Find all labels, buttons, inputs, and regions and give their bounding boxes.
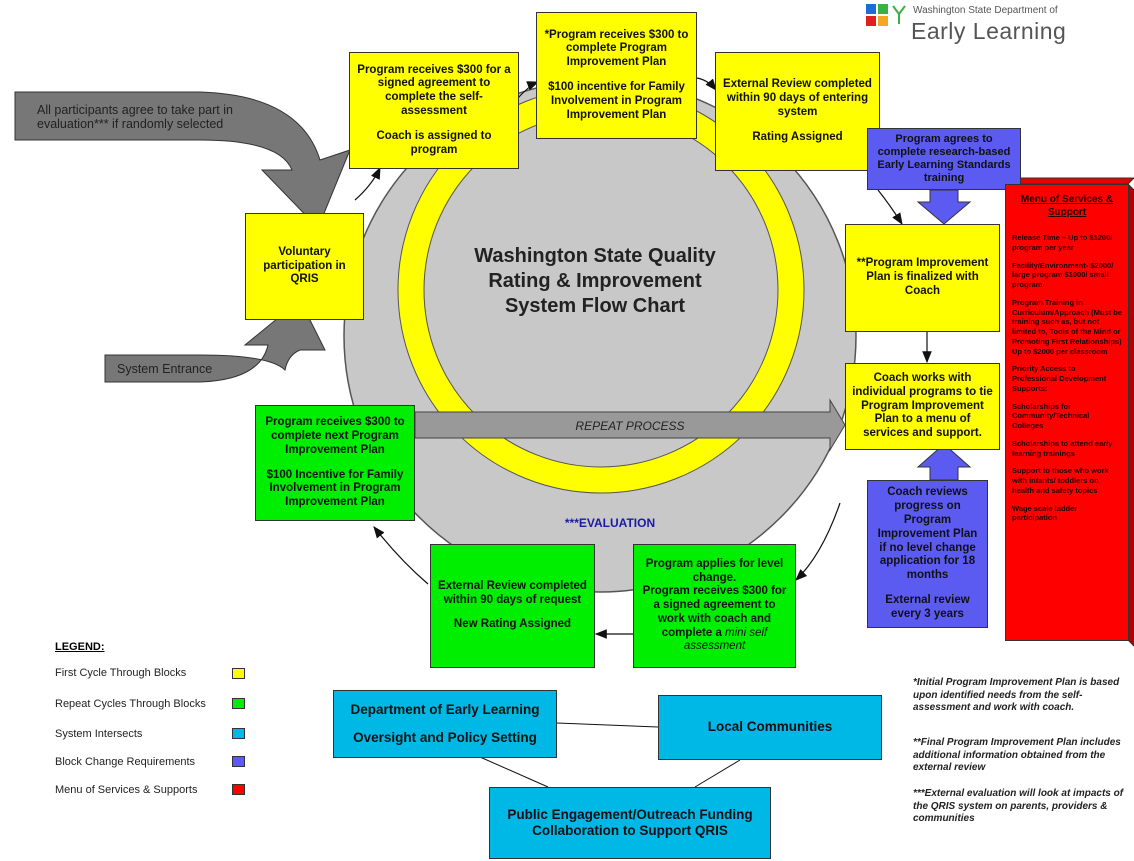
repeat-process-label: REPEAT PROCESS <box>575 419 685 433</box>
menu-item: Release Time – Up to $1200/ program per … <box>1012 233 1113 252</box>
pip-finalized-box: **Program Improvement Plan is finalized … <box>845 224 1000 332</box>
logo-name-text: Early Learning <box>911 18 1067 44</box>
coach-works-box: Coach works with individual programs to … <box>845 363 1000 450</box>
note-external-evaluation: ***External evaluation will look at impa… <box>913 788 1124 824</box>
menu-item: Scholarships for Community/Technical Col… <box>1012 401 1090 431</box>
participants-curved-arrow <box>14 91 351 229</box>
logo-square-2 <box>878 4 888 14</box>
research-training-box: Program agrees to complete research-base… <box>867 128 1021 190</box>
legend-swatch-yellow <box>232 668 245 679</box>
arrow-review2-to-nextpip <box>373 526 429 585</box>
menu-item: Scholarships to attend early learning tr… <box>1012 438 1113 458</box>
evaluation-label: ***EVALUATION <box>564 516 656 530</box>
legend-label-repeat-cycle: Repeat Cycles Through Blocks <box>55 698 206 710</box>
legend-swatch-green <box>232 698 245 709</box>
local-communities-box: Local Communities <box>658 695 882 760</box>
coach-reviews-box: Coach reviews progress on Program Improv… <box>867 480 988 628</box>
external-review-2-box: External Review completed within 90 days… <box>430 544 595 668</box>
all-participants-label: All participants agree to take part in e… <box>37 103 233 131</box>
public-engagement-box: Public Engagement/Outreach Funding Colla… <box>489 787 771 859</box>
line-del-to-public <box>479 756 549 788</box>
menu-item: Support to those who work with infants/ … <box>1012 466 1109 495</box>
del-oversight-box: Department of Early Learning Oversight a… <box>333 690 557 758</box>
blue-down-arrow <box>916 189 972 225</box>
logo-org-text: Washington State Department of <box>913 5 1058 16</box>
entrance-curved-arrow <box>104 299 326 383</box>
legend-swatch-blue <box>232 756 245 767</box>
legend-label-system-intersects: System Intersects <box>55 728 143 740</box>
menu-of-services-box: Menu of Services & Support Release Time … <box>1005 184 1129 641</box>
external-review-1-box: External Review completed within 90 days… <box>715 52 880 171</box>
note-initial-pip: *Initial Program Improvement Plan is bas… <box>913 677 1120 713</box>
system-entrance-label: System Entrance <box>117 362 213 376</box>
line-local-to-public <box>694 759 741 788</box>
legend-label-first-cycle: First Cycle Through Blocks <box>55 667 187 679</box>
logo-square-4 <box>878 16 888 26</box>
level-change-box: Program applies for level change. Progra… <box>633 544 796 668</box>
arrow-coach-to-level <box>795 502 841 581</box>
menu-item: Program Training in Curriculum/Approach … <box>1012 297 1123 356</box>
menu-item: Priority Access to Professional Developm… <box>1012 364 1107 393</box>
center-title: Washington State Quality Rating & Improv… <box>474 245 716 317</box>
legend-swatch-cyan <box>232 728 245 739</box>
menu-item: Wage scale ladder participation <box>1012 503 1078 523</box>
menu-item: Facility/Environment- $2000/ large progr… <box>1012 260 1114 290</box>
legend-label-menu: Menu of Services & Supports <box>55 784 198 796</box>
logo-figure-icon <box>892 5 906 24</box>
legend-swatch-red <box>232 784 245 795</box>
signed-agreement-box: Program receives $300 for a signed agree… <box>349 52 519 169</box>
next-pip-box: Program receives $300 to complete next P… <box>255 405 415 521</box>
logo-square-1 <box>866 4 876 14</box>
note-final-pip: **Final Program Improvement Plan include… <box>913 737 1121 773</box>
legend-label-block-change: Block Change Requirements <box>55 756 196 768</box>
arrow-pip-to-review <box>696 77 717 91</box>
arrow-review-to-finalized <box>877 189 903 226</box>
repeat-process-arrow <box>414 398 846 452</box>
menu-title: Menu of Services & Support <box>1020 194 1114 218</box>
line-del-to-local <box>556 722 659 728</box>
logo-square-3 <box>866 16 876 26</box>
voluntary-participation-box: Voluntary participation in QRIS <box>245 213 364 320</box>
arrow-voluntary-to-agreement <box>354 166 381 201</box>
legend-title: LEGEND: <box>55 641 105 653</box>
pip-300-box: *Program receives $300 to complete Progr… <box>536 12 697 139</box>
